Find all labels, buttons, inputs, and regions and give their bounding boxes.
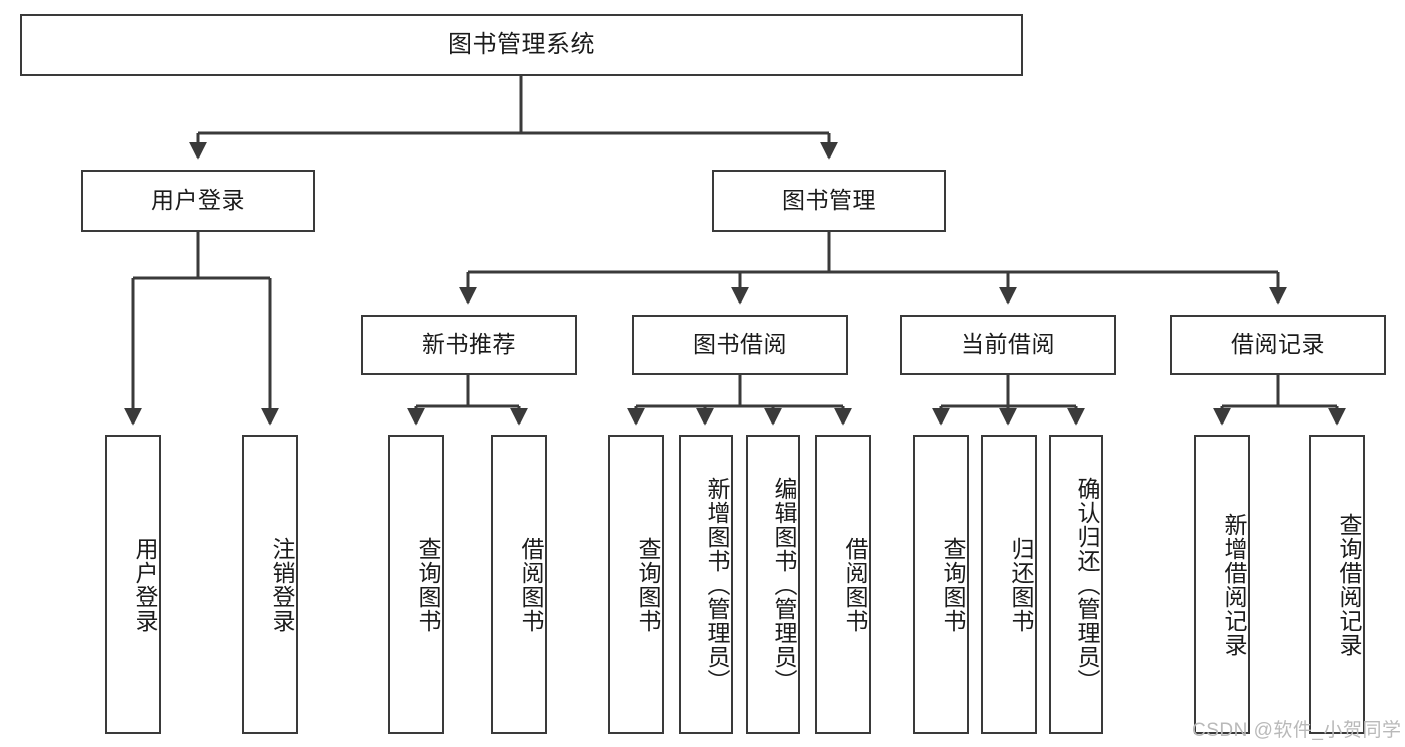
node-label: 借阅记录	[1231, 331, 1325, 358]
node-leaf-user-logout[interactable]: 注销登录	[242, 435, 298, 734]
node-book-manage[interactable]: 图书管理	[712, 170, 946, 232]
node-leaf-user-login[interactable]: 用户登录	[105, 435, 161, 734]
node-leaf-query-book-3[interactable]: 查询图书	[913, 435, 969, 734]
node-book-borrow[interactable]: 图书借阅	[632, 315, 848, 375]
node-leaf-return-book[interactable]: 归还图书	[981, 435, 1037, 734]
node-leaf-query-book-1[interactable]: 查询图书	[388, 435, 444, 734]
node-leaf-add-record[interactable]: 新增借阅记录	[1194, 435, 1250, 734]
node-label: 新增图书（管理员）	[704, 476, 730, 693]
node-leaf-borrow-book-1[interactable]: 借阅图书	[491, 435, 547, 734]
node-user-login[interactable]: 用户登录	[81, 170, 315, 232]
node-root-book-management-system[interactable]: 图书管理系统	[20, 14, 1023, 76]
node-label: 用户登录	[151, 187, 245, 214]
node-label: 查询图书	[635, 536, 661, 633]
node-leaf-edit-book[interactable]: 编辑图书（管理员）	[746, 435, 800, 734]
node-label: 注销登录	[269, 536, 295, 633]
node-new-book-recommend[interactable]: 新书推荐	[361, 315, 577, 375]
node-borrow-record[interactable]: 借阅记录	[1170, 315, 1386, 375]
node-label: 归还图书	[1008, 536, 1034, 633]
node-label: 查询借阅记录	[1336, 512, 1362, 657]
node-label: 确认归还（管理员）	[1074, 476, 1100, 693]
node-label: 编辑图书（管理员）	[771, 476, 797, 693]
node-current-borrow[interactable]: 当前借阅	[900, 315, 1116, 375]
node-label: 用户登录	[132, 536, 158, 633]
node-label: 查询图书	[415, 536, 441, 633]
node-label: 新增借阅记录	[1221, 512, 1247, 657]
node-label: 图书管理	[782, 187, 876, 214]
node-leaf-query-book-2[interactable]: 查询图书	[608, 435, 664, 734]
node-label: 图书借阅	[693, 331, 787, 358]
node-label: 查询图书	[940, 536, 966, 633]
node-leaf-query-record[interactable]: 查询借阅记录	[1309, 435, 1365, 734]
node-label: 借阅图书	[842, 536, 868, 633]
node-label: 借阅图书	[518, 536, 544, 633]
node-leaf-confirm-return[interactable]: 确认归还（管理员）	[1049, 435, 1103, 734]
node-leaf-borrow-book-2[interactable]: 借阅图书	[815, 435, 871, 734]
node-leaf-add-book[interactable]: 新增图书（管理员）	[679, 435, 733, 734]
node-label: 图书管理系统	[448, 30, 595, 58]
node-label: 新书推荐	[422, 331, 516, 358]
node-label: 当前借阅	[961, 331, 1055, 358]
csdn-watermark: CSDN @软件_小贺同学	[1192, 720, 1402, 741]
